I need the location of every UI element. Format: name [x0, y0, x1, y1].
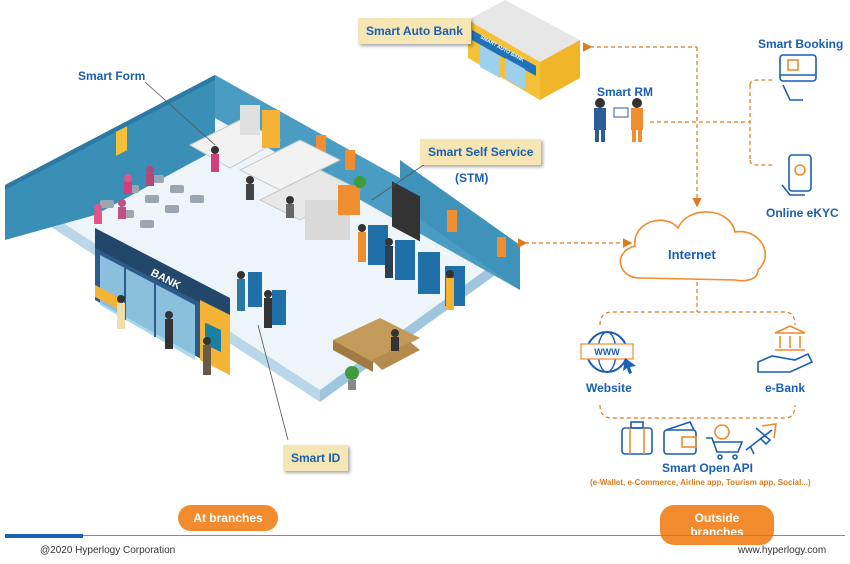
smart-id-leader — [257, 324, 289, 441]
smart-open-api-label: Smart Open API — [662, 461, 753, 475]
open-api-subtitle: (e-Wallet, e-Commerce, Airline app, Tour… — [590, 478, 811, 487]
www-text: WWW — [594, 347, 620, 357]
website-label: Website — [586, 381, 632, 395]
copyright-text: @2020 Hyperlogy Corporation — [40, 545, 176, 556]
smart-id-tag: Smart ID — [283, 445, 349, 471]
smart-self-service-tag: Smart Self Service — [420, 139, 542, 165]
ebank-label: e-Bank — [765, 381, 806, 395]
smart-rm-figures — [594, 98, 643, 142]
internet-label: Internet — [668, 247, 716, 262]
smart-form-label: Smart Form — [78, 69, 146, 83]
booking-icon — [779, 54, 817, 101]
back-left-wall — [5, 75, 215, 240]
cart-icon — [706, 424, 744, 460]
footer-website-link[interactable]: www.hyperlogy.com — [738, 545, 827, 556]
counters — [188, 105, 420, 242]
footer-divider — [83, 535, 845, 536]
lounge — [333, 318, 420, 390]
waiting-area — [94, 166, 204, 228]
stm-kiosks — [358, 224, 465, 310]
at-branches-pill: At branches — [178, 505, 278, 531]
back-right-wall — [215, 75, 520, 290]
smart-id-kiosks — [237, 271, 286, 328]
www-globe-icon: WWW — [580, 331, 636, 374]
online-ekyc-label: Online eKYC — [766, 206, 839, 220]
wallet-icon — [663, 421, 697, 455]
luggage-icon — [621, 421, 653, 455]
ekyc-phone-icon — [781, 154, 812, 196]
footer-accent-bar — [5, 534, 83, 538]
ebank-hand-icon — [757, 325, 814, 373]
smart-auto-bank-tag: Smart Auto Bank — [358, 18, 471, 44]
auto-bank-building: SMART AUTO BANK — [468, 0, 580, 100]
outside-branches-pill: Outside branches — [660, 505, 774, 545]
smart-form-leader — [144, 81, 216, 146]
smart-rm-label: Smart RM — [597, 85, 654, 99]
smart-booking-label: Smart Booking — [758, 37, 844, 51]
connectors — [517, 42, 796, 419]
stm-label: (STM) — [455, 171, 489, 185]
stm-leader — [371, 161, 429, 201]
plane-icon — [745, 423, 777, 455]
branch-room: BANK — [5, 75, 520, 402]
